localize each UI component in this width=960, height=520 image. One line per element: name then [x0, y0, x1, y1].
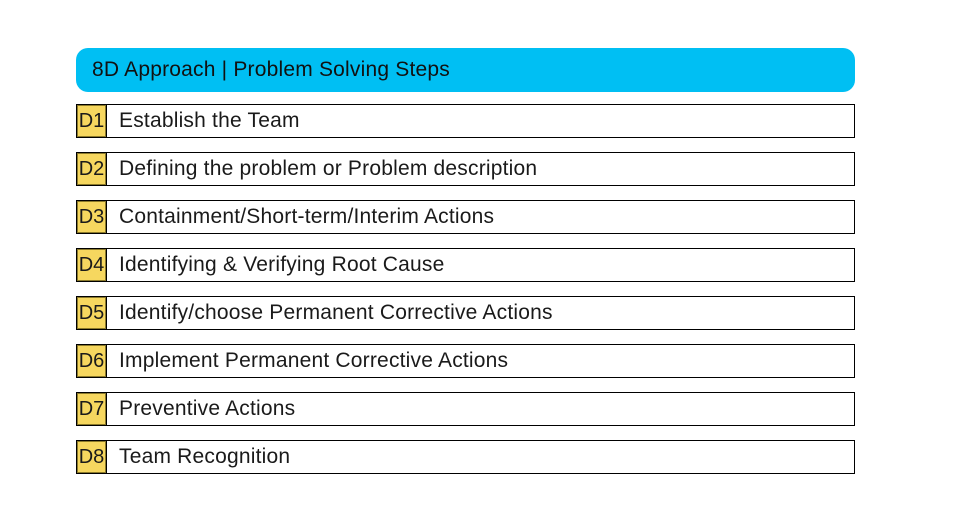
step-row-d8: D8 Team Recognition [76, 440, 855, 474]
page-title: 8D Approach | Problem Solving Steps [92, 58, 450, 81]
step-badge: D7 [77, 393, 107, 425]
step-label: Identifying & Verifying Root Cause [119, 253, 445, 276]
step-row-d1: D1 Establish the Team [76, 104, 855, 138]
step-label: Team Recognition [119, 445, 291, 468]
step-label: Defining the problem or Problem descript… [119, 157, 538, 180]
step-badge: D2 [77, 153, 107, 185]
step-row-d6: D6 Implement Permanent Corrective Action… [76, 344, 855, 378]
step-row-d7: D7 Preventive Actions [76, 392, 855, 426]
step-badge: D3 [77, 201, 107, 233]
step-label: Implement Permanent Corrective Actions [119, 349, 509, 372]
step-label: Containment/Short-term/Interim Actions [119, 205, 495, 228]
step-label: Establish the Team [119, 109, 300, 132]
step-badge: D4 [77, 249, 107, 281]
step-badge: D1 [77, 105, 107, 137]
step-row-d3: D3 Containment/Short-term/Interim Action… [76, 200, 855, 234]
step-row-d5: D5 Identify/choose Permanent Corrective … [76, 296, 855, 330]
step-badge: D6 [77, 345, 107, 377]
step-badge: D5 [77, 297, 107, 329]
step-label: Identify/choose Permanent Corrective Act… [119, 301, 553, 324]
header-banner: 8D Approach | Problem Solving Steps [76, 48, 855, 92]
step-badge: D8 [77, 441, 107, 473]
step-label: Preventive Actions [119, 397, 296, 420]
step-row-d4: D4 Identifying & Verifying Root Cause [76, 248, 855, 282]
step-row-d2: D2 Defining the problem or Problem descr… [76, 152, 855, 186]
